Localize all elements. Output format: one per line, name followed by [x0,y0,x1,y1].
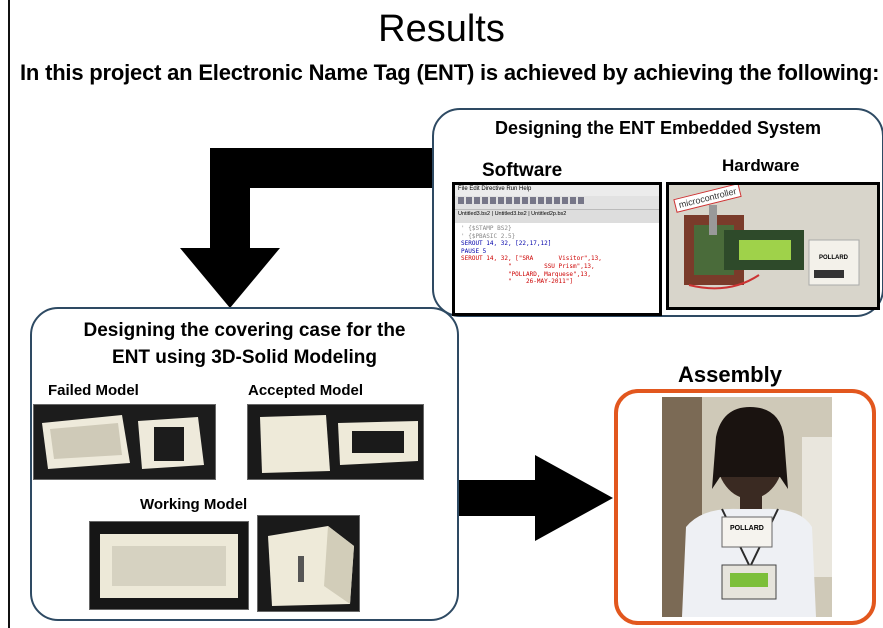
working-model-photo-side [257,515,360,612]
failed-model-photo [33,404,216,480]
casing-heading: Designing the covering case for the ENT … [32,317,457,371]
code-line: SEROUT 14, 32, ["SRA Visitor",13, [461,255,602,263]
code-line: PAUSE 5 [461,247,487,255]
assembly-badge-text: POLLARD [730,525,764,532]
hardware-label: Hardware [722,156,800,175]
software-toolbar [455,196,659,210]
hardware-badge-text: POLLARD [819,255,848,261]
flow-arrow-down [180,148,435,308]
slide-intro-text: In this project an Electronic Name Tag (… [20,60,880,85]
code-line: " SSU Prism",13, [461,262,595,270]
code-line: " 26-MAY-2011"] [461,278,573,286]
working-model-label: Working Model [140,496,248,513]
software-screenshot: File Edit Directive Run Help Untitled3.b… [452,182,662,316]
slide-left-border [8,0,10,628]
code-line: "POLLARD, Marquese",13, [461,270,592,278]
assembly-photo [662,397,832,617]
casing-heading-line2: ENT using 3D-Solid Modeling [112,347,377,368]
software-label: Software [482,160,563,181]
embedded-heading: Designing the ENT Embedded System [494,118,822,138]
assembly-label: Assembly [678,362,782,387]
accepted-model-photo [247,404,424,480]
assembly-panel: POLLARD [614,389,876,625]
hardware-photo: microcontroller POLLARD [666,182,880,310]
accepted-model-label: Accepted Model [248,382,364,399]
code-line: ' {$PBASIC 2.5} [461,232,516,240]
code-line: SEROUT 14, 32, [22,17,12] [461,240,552,248]
working-model-photo-front [89,521,249,610]
casing-heading-line1: Designing the covering case for the [83,320,406,341]
failed-model-label: Failed Model [48,382,139,399]
code-line: ' {$STAMP BS2} [461,225,512,232]
software-code: ' {$STAMP BS2}' {$PBASIC 2.5}SEROUT 14, … [455,223,659,313]
software-menu-bar: File Edit Directive Run Help [455,185,659,196]
slide-title: Results [378,8,505,50]
flow-arrow-right [455,455,613,541]
software-tabs: Untitled3.bs2 | Untitled3.bs2 | Untitled… [455,210,659,223]
